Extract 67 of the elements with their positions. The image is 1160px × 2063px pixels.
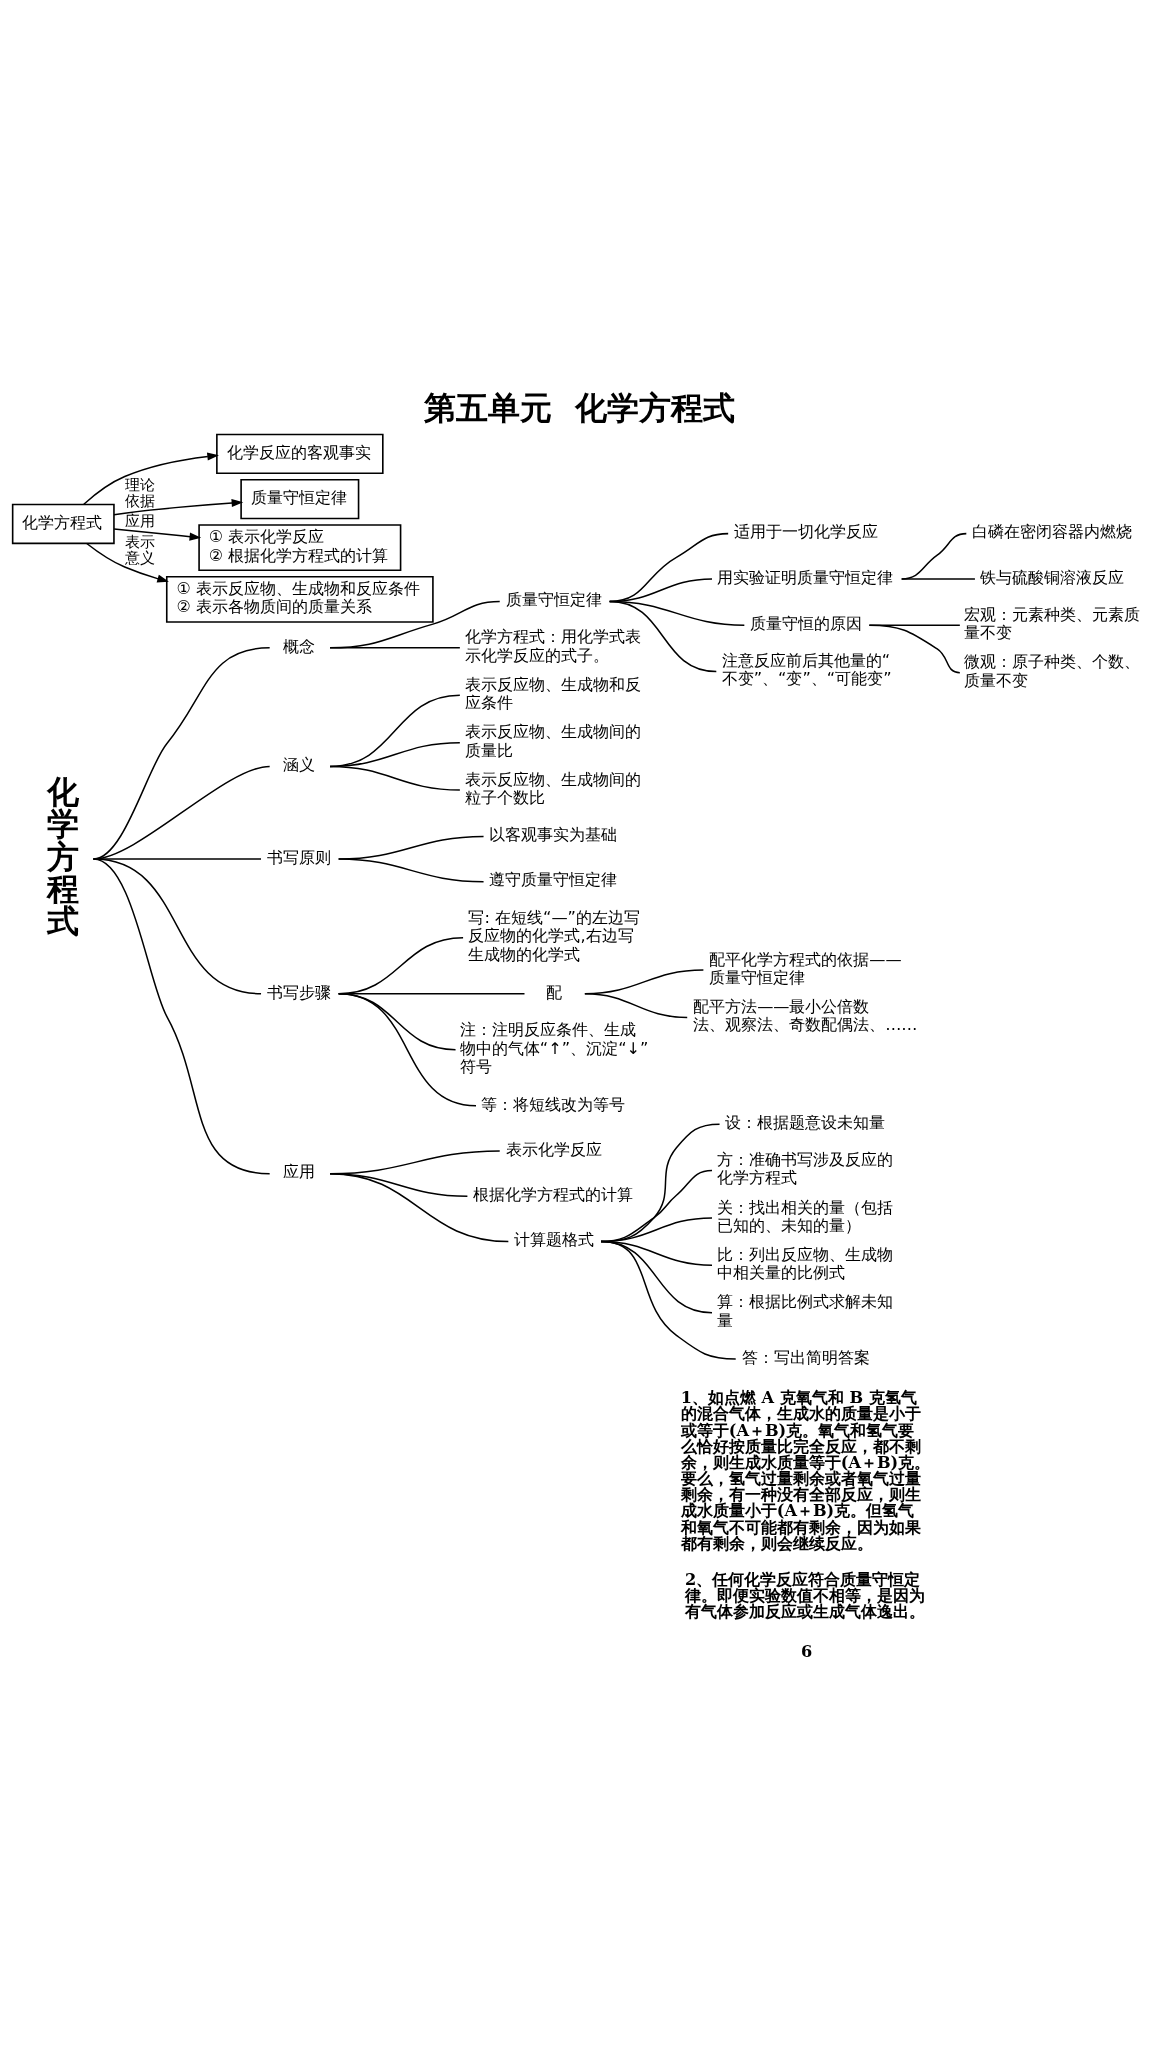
node-text: 宏观：元素种类、元素质量不变 [964,604,1141,642]
connector [584,992,688,1018]
connector [900,577,976,580]
connector [608,600,718,672]
node-text: 注意反应前后其他量的“不变”、“变”、“可能变” [721,650,892,688]
node-text: 适用于一切化学反应 [733,521,878,541]
node-text: 注：注明反应条件、生成物中的气体“↑”、沉淀“↓”符号 [459,1019,649,1076]
node-text: 表示反应物、生成物间的粒子个数比 [465,769,642,807]
node-text: 书写原则 [266,847,331,867]
node-box: ① 表示反应物、生成物和反应条件 ② 表示各物质间的质量关系 [165,575,434,623]
node-box: 质量守恒定律 [240,478,360,519]
connector [337,857,485,882]
connector [600,1240,713,1313]
label: 1、如点燃 A 克氧气和 B 克氢气的混合气体，生成水的质量是小于或等于(A＋B)克。氧气和氢气要么恰好按质量比完全反应，都不剩余，则生成水质量等于(A＋B)克。要么，氢气过量剩余或者氧气过量剩余，有一种没有全部反应，则生成水质量小于(A＋B)克。但氢气和氧气不可能都有剩余，因为如果都有剩余，则会继续反应。 [680,1387,931,1553]
arrow [85,542,169,583]
node-text: 配 [546,982,563,1002]
connector [92,857,262,994]
node-text: 表示反应物、生成物和反应条件 [465,674,642,712]
node-text: 设：根据题意设未知量 [725,1112,886,1132]
node-text: 写: 在短线“—”的左边写反应物的化学式,右边写生成物的化学式 [468,907,640,964]
node-text: 答：写出简明答案 [741,1347,870,1367]
node-text: 方：准确书写涉及反应的化学方程式 [717,1149,894,1187]
node-text: 质量守恒定律 [505,589,602,609]
node-box: 化学方程式 [11,503,115,544]
node-text: 表示化学反应 [505,1139,602,1159]
node-box: 化学反应的客观事实 [216,433,384,474]
edge-label: 理论依据 [124,475,155,510]
node-box: ① 表示化学反应 ② 根据化学方程式的计算 [198,523,402,571]
connector [868,623,961,673]
arrow [113,527,202,541]
diagram-title: 第五单元 化学方程式 [424,388,735,427]
connector [329,765,461,791]
node-text: 涵义 [283,754,316,774]
node-text: 根据化学方程式的计算 [473,1184,634,1204]
node-text: 微观：原子种类、个数、质量不变 [964,651,1141,690]
connector [329,600,501,649]
node-text: 书写步骤 [266,982,331,1002]
node-text: 应用 [283,1161,316,1181]
node-text: 化学方程式 [46,772,79,940]
node-text: 比：列出反应物、生成物中相关量的比例式 [717,1244,894,1282]
label: 6 [800,1641,813,1661]
node-text: 以客观事实为基础 [489,824,618,844]
edge-label: 应用 [124,511,155,530]
connector [92,857,271,1174]
node-text: 用实验证明质量守恒定律 [717,567,894,587]
connector [337,992,477,1107]
edge-label: 表示意义 [124,532,155,567]
node-text: 配平方法——最小公倍数法、观察法、奇数配偶法、…… [693,996,918,1034]
connector [329,646,461,649]
arrow [83,452,219,505]
label: 2、任何化学反应符合质量守恒定律。即便实验数值不相等，是因为有气体参加反应或生成气体逸出。 [685,1569,926,1621]
node-text: 等：将短线改为等号 [481,1094,626,1114]
node-text: 铁与硫酸铜溶液反应 [980,567,1125,587]
node-text: 计算题格式 [513,1229,594,1249]
node-text: 配平化学方程式的依据——质量守恒定律 [709,949,902,987]
connector [329,1172,510,1242]
node-text: 表示反应物、生成物间的质量比 [465,721,642,760]
node-text: 关：找出相关的量（包括已知的、未知的量） [717,1196,894,1235]
node-text: 遵守质量守恒定律 [489,869,618,889]
arrow [113,498,244,515]
node-text: 化学方程式：用化学式表示化学反应的式子。 [465,626,642,665]
node-text: 质量守恒的原因 [749,613,862,633]
node-text: 概念 [283,636,316,656]
connector [600,1240,737,1360]
connector [868,623,961,626]
node-text: 算：根据比例式求解未知量 [717,1291,894,1330]
node-text: 白磷在密闭容器内燃烧 [972,521,1133,541]
